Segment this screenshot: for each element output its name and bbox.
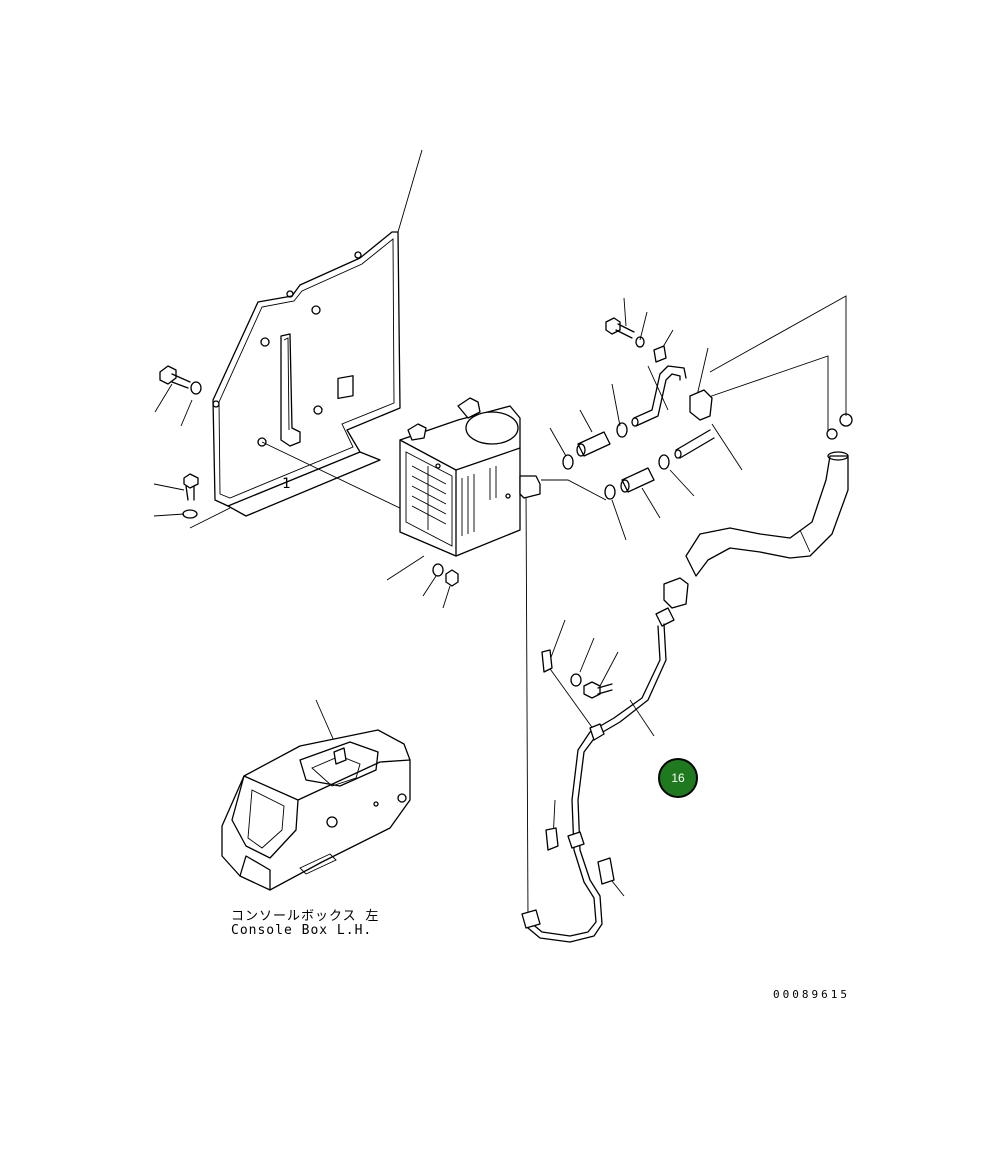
duct-clamp-1[interactable] — [839, 413, 853, 427]
console-box[interactable] — [221, 729, 411, 891]
hose-clamp-2[interactable] — [616, 422, 628, 438]
harness-bracket-lower[interactable] — [545, 827, 559, 851]
harness-bracket-upper[interactable] — [541, 649, 553, 673]
bracket-clip[interactable] — [653, 345, 667, 363]
duct-clamp-2[interactable] — [826, 428, 838, 440]
cover-panel[interactable] — [189, 231, 401, 529]
sensor-connector[interactable] — [655, 577, 689, 627]
hose-clamp-3[interactable] — [604, 484, 616, 500]
hose-lower[interactable] — [620, 467, 655, 493]
bolt-left-lower[interactable] — [183, 473, 199, 501]
washer-upper[interactable] — [635, 336, 645, 348]
console-box-caption-english: Console Box L.H. — [231, 923, 373, 938]
bolt-upper[interactable] — [605, 317, 635, 339]
drawing-number: 00089615 — [773, 988, 850, 1001]
hose-upper[interactable] — [576, 431, 611, 457]
bolt-left-upper[interactable] — [159, 365, 191, 389]
callout-number: 16 — [671, 771, 685, 785]
heater-unit[interactable] — [399, 397, 541, 557]
straight-pipe[interactable] — [674, 429, 715, 459]
pipe-bend-upper[interactable] — [631, 365, 687, 427]
elbow-fitting[interactable] — [689, 389, 713, 421]
wire-harness[interactable] — [521, 623, 667, 943]
callout-badge[interactable]: 16 — [658, 758, 698, 798]
console-box-caption-japanese: コンソールボックス 左 — [231, 909, 380, 924]
hose-clamp-1[interactable] — [562, 454, 574, 470]
washer-left-upper[interactable] — [190, 381, 202, 395]
washer-left-lower[interactable] — [182, 509, 198, 519]
air-duct[interactable] — [685, 451, 849, 577]
harness-washer[interactable] — [570, 673, 582, 687]
hose-clamp-4[interactable] — [658, 454, 670, 470]
panel-label: 1 — [282, 476, 290, 492]
leader-lines — [153, 149, 847, 921]
harness-bolt[interactable] — [583, 681, 613, 699]
washer-heater[interactable] — [432, 563, 444, 577]
nut-heater[interactable] — [445, 569, 459, 587]
